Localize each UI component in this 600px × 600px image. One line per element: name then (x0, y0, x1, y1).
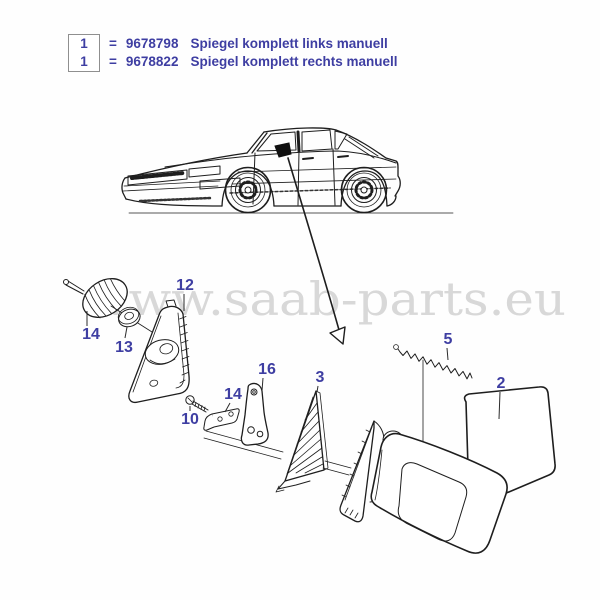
housing-mount-triangle (339, 420, 375, 523)
part-number-right: 9678822 (125, 54, 179, 69)
car-illustration (121, 127, 454, 214)
legend-qty-box: 1 1 (68, 34, 100, 72)
callout-14-clamp-bracket: 14 (224, 386, 242, 403)
part-number-left: 9678798 (125, 36, 179, 51)
equals-sign: = (109, 54, 117, 69)
part-screw (185, 395, 209, 413)
callout-13-locking-nut: 13 (115, 339, 133, 356)
car-door-mirror (274, 142, 292, 158)
housing-shell (370, 432, 508, 554)
callout-5-tension-spring: 5 (444, 331, 453, 348)
part-sealing-gasket (275, 390, 329, 493)
arrowhead (329, 326, 346, 345)
rear-door-window (301, 129, 333, 152)
pointer-arrow (287, 157, 346, 345)
part-description-right: Spiegel komplett rechts manuell (190, 54, 398, 69)
rear-wheel (340, 166, 388, 214)
glass-recess (397, 462, 468, 542)
mirror-housing-assembly (339, 420, 508, 554)
part-inner-cover (128, 299, 190, 404)
b-pillar (296, 130, 301, 153)
legend-row-right-mirror: = 9678822 Spiegel komplett rechts manuell (109, 53, 398, 71)
callout-16-support-bracket: 16 (258, 361, 276, 378)
legend-qty-row1: 1 (80, 36, 88, 51)
callout-10-screw: 10 (181, 411, 199, 428)
headlight (188, 165, 221, 178)
parts-legend: 1 1 = 9678798 Spiegel komplett links manue… (68, 34, 398, 72)
callout-14-ball-stud: 14 (82, 326, 100, 343)
front-wheel (224, 166, 272, 214)
legend-qty-row2: 1 (80, 54, 88, 69)
part-locking-nut (117, 306, 141, 328)
callout-12-inner-cover: 12 (176, 277, 194, 294)
callout-2-mirror-glass: 2 (497, 375, 506, 392)
callout-3-sealing-gasket: 3 (316, 369, 325, 386)
legend-text-lines: = 9678798 Spiegel komplett links manuell =… (109, 34, 398, 72)
part-support-bracket (240, 382, 269, 446)
part-ball-stud (63, 278, 128, 319)
part-clamp-bracket (203, 408, 240, 431)
legend-row-left-mirror: = 9678798 Spiegel komplett links manuell (109, 35, 398, 53)
part-description-left: Spiegel komplett links manuell (190, 36, 388, 51)
grille (127, 169, 188, 186)
callout-leaders (86, 294, 501, 420)
assembly-axis-line-right (322, 460, 352, 476)
door-handles (302, 155, 349, 160)
equals-sign: = (109, 36, 117, 51)
part-tension-spring (393, 344, 473, 380)
